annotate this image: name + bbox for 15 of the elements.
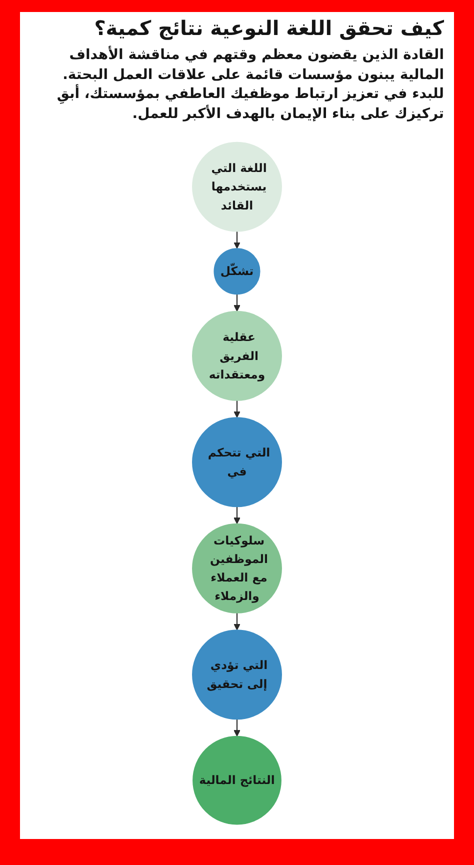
intro-paragraph: القادة الذين يقضون معظم وقتهم في مناقشة الأهداف المالية يبنون مؤسسات قائمة على علاقات العمل البحتة. للبدء في تعزيز ارتباط موظفيك العاطفي بمؤسستك، أبقِ تركيزك على بناء الإيمان بالهدف الأكبر للعمل.	[56, 46, 444, 124]
arrow	[234, 400, 240, 418]
arrow	[234, 720, 240, 737]
node-circle: عقلية الفريق ومعتقداته	[192, 311, 282, 402]
arrow	[234, 294, 240, 312]
arrow	[234, 507, 240, 524]
node-circle: التي تتحكم في	[192, 418, 282, 508]
node-circle: تشكّل	[214, 248, 260, 295]
title: كيف تحقق اللغة النوعية نتائج كمية؟	[93, 16, 444, 40]
arrow	[234, 613, 240, 631]
node-circle: اللغة التي يستخدمها القائد	[192, 142, 282, 232]
node-circle: النتائج المالية	[192, 736, 282, 826]
node-circle: التي تؤدي إلى تحقيق	[192, 630, 282, 720]
node-circle: سلوكيات الموظفين مع العملاء والزملاء	[192, 524, 282, 614]
arrow	[234, 232, 240, 250]
